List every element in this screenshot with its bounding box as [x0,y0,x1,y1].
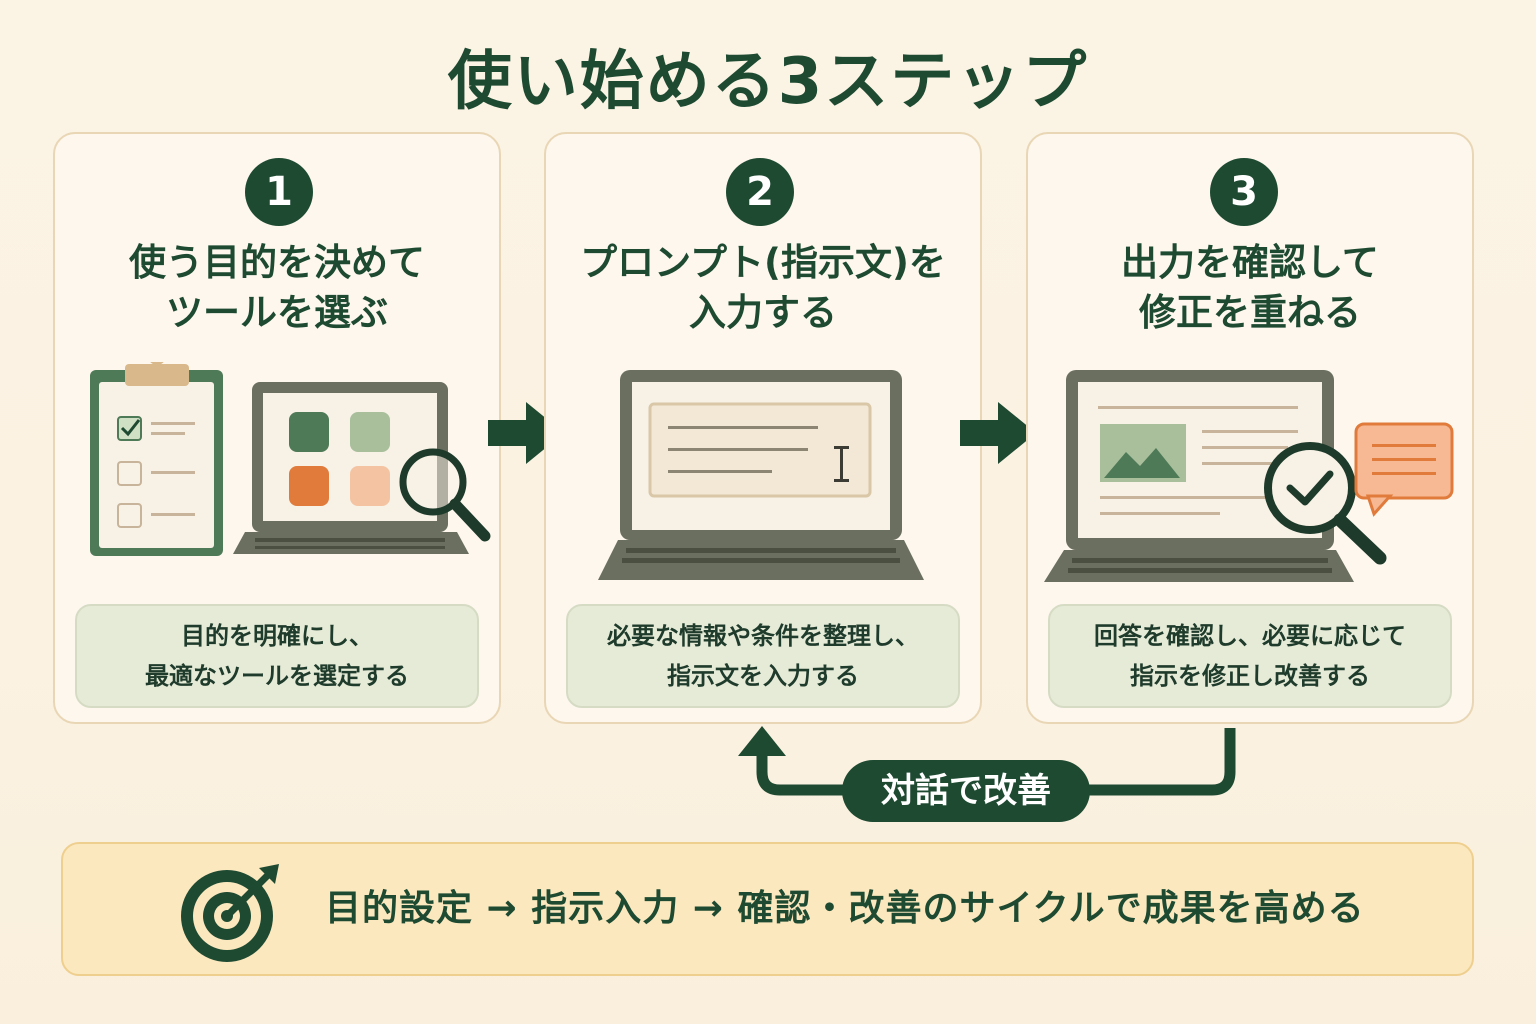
step-heading: 出力を確認して 修正を重ねる [1121,241,1379,334]
step-card-2: 2 プロンプト(指示文)を 入力する 必要な情報や条件を整理し、 指示文を入力す… [544,132,982,724]
step-number-badge: 1 [245,158,313,226]
step-heading: 使う目的を決めて ツールを選ぶ [129,241,425,334]
next-arrow-icon [960,402,1036,464]
step-number-badge: 3 [1210,158,1278,226]
step-description: 目的を明確にし、 最適なツールを選定する [75,604,479,708]
magnifier-icon [399,448,491,542]
summary-banner: 目的設定 → 指示入力 → 確認・改善のサイクルで成果を高める [61,842,1474,976]
step-description: 回答を確認し、必要に応じて 指示を修正し改善する [1048,604,1452,708]
step-card-1: 1 使う目的を決めて ツールを選ぶ [53,132,501,724]
loop-label: 対話で改善 [842,760,1090,822]
step-3-illustration [1044,370,1454,582]
step-heading: プロンプト(指示文)を 入力する [580,241,946,334]
target-arrow-icon [181,864,279,962]
page-title: 使い始める3ステップ [447,45,1089,119]
speech-bubble-icon [1354,422,1454,517]
magnifier-check-icon [1264,442,1387,565]
step-1-illustration [90,362,491,556]
step-description: 必要な情報や条件を整理し、 指示文を入力する [566,604,960,708]
step-2-illustration [598,370,924,580]
clipboard-checklist-icon [90,362,223,556]
laptop-text-input-icon [598,370,924,580]
step-number-badge: 2 [726,158,794,226]
summary-text: 目的設定 → 指示入力 → 確認・改善のサイクルで成果を高める [325,888,1365,929]
step-card-3: 3 出力を確認して 修正を重ねる [1026,132,1474,724]
